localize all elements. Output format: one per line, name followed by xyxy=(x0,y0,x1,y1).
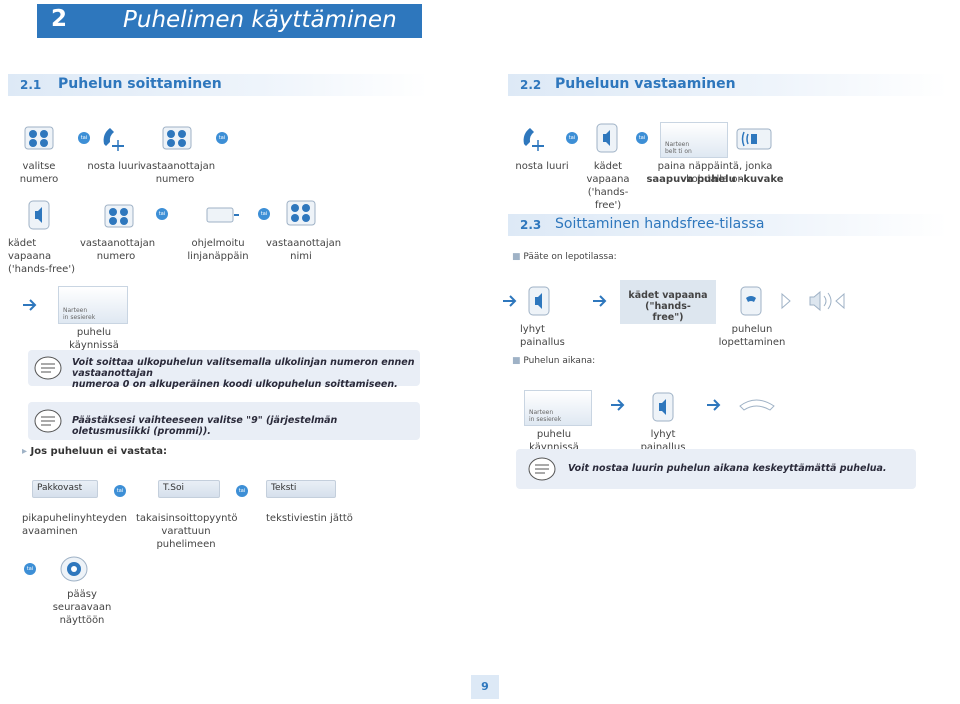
caption-lopettaminen: puhelun lopettaminen xyxy=(718,324,786,348)
keypad-icon xyxy=(24,126,54,150)
screen-line: in sesierek xyxy=(63,314,96,321)
caption-vastaanottajan-nimi: vastaanottajan nimi xyxy=(266,238,342,262)
section-number: 2.1 xyxy=(20,78,42,92)
caption-kadet-vapaana: kädet vapaana ('hands-free') xyxy=(586,161,630,211)
screen-line: belt ti on xyxy=(665,148,692,155)
note-box: Voit nostaa luurin puhelun aikana keskey… xyxy=(516,449,916,489)
bullet-marker: ■ xyxy=(512,252,524,262)
chapter-number: 2 xyxy=(51,6,68,32)
section-title: Puhelun soittaminen xyxy=(58,76,222,92)
tai-badge: tai xyxy=(636,132,648,144)
section-title: Puheluun vastaaminen xyxy=(555,76,736,92)
screen-line: Narteen xyxy=(63,307,88,314)
note-icon xyxy=(34,409,62,433)
caption-pikapuhelin: pikapuhelinyhteyden avaaminen xyxy=(22,513,128,537)
handset-icon xyxy=(103,128,124,151)
arrow-icon xyxy=(593,295,607,307)
bullet-jos: ▸ Jos puheluun ei vastata: xyxy=(22,446,167,457)
caption-ohjelmoitu-linjanappain: ohjelmoitu linjanäppäin xyxy=(187,238,249,262)
caption-valitse: valitse numero xyxy=(19,161,59,185)
note-text: Voit soittaa ulkopuhelun valitsemalla ul… xyxy=(72,357,415,390)
letter-keys-icon xyxy=(286,200,316,226)
speaker-icon[interactable] xyxy=(528,286,550,316)
tai-badge: tai xyxy=(78,132,90,144)
note-icon xyxy=(34,356,62,380)
incoming-call-key-icon[interactable] xyxy=(736,126,772,152)
navigator-icon[interactable] xyxy=(60,556,88,582)
line-key-icon xyxy=(206,207,239,223)
chapter-header: 2 Puhelimen käyttäminen xyxy=(37,4,422,38)
caption-puhelu-kaynnissa: puhelu käynnissä xyxy=(529,429,579,453)
bullet-aikana: ■ Puhelun aikana: xyxy=(512,356,595,366)
volume-keys-icon xyxy=(781,290,845,312)
note-icon xyxy=(528,457,556,481)
arrow-icon xyxy=(611,399,625,411)
caption-lyhyt-painallus: lyhyt painallus xyxy=(640,429,686,453)
caption-vastaanottajan-numero: vastaanottajan numero xyxy=(80,238,156,262)
phone-screen: Narteen belt ti on xyxy=(660,122,728,158)
page-number: 9 xyxy=(471,675,499,699)
caption-kadet-hf: kädet vapaana ("hands- free") xyxy=(628,290,708,323)
caption-nosta-luuri: nosta luuri xyxy=(515,161,569,172)
caption-puhelu-kaynnissa: puhelu käynnissä xyxy=(69,327,119,351)
tai-badge: tai xyxy=(156,208,168,220)
caption-paasy: pääsy seuraavaan näyttöön xyxy=(52,589,112,626)
caption-vastaanottajan-numero: vastaanottajan numero xyxy=(140,161,216,185)
handset-down-icon xyxy=(739,399,775,411)
note-box: Voit soittaa ulkopuhelun valitsemalla ul… xyxy=(28,350,420,390)
section-number: 2.3 xyxy=(520,218,542,232)
button-label: T.Soi xyxy=(163,483,185,493)
bullet-marker: ▸ xyxy=(22,446,31,457)
speaker-icon xyxy=(596,123,618,153)
bullet-text: Pääte on lepotilassa: xyxy=(523,252,617,262)
section-2-1-bar: 2.1 Puhelun soittaminen xyxy=(8,74,428,96)
bullet-marker: ■ xyxy=(512,356,524,366)
phone-screen: Narteen in sesierek xyxy=(58,286,128,324)
caption-nosta-luuri: nosta luuri xyxy=(87,161,141,172)
tai-badge: tai xyxy=(258,208,270,220)
section-2-3-bar: 2.3 Soittaminen handsfree-tilassa xyxy=(508,214,948,236)
caption-tekstiviesti: tekstiviestin jättö xyxy=(266,513,353,524)
handset-icon xyxy=(523,128,544,151)
bullet-text: Puhelun aikana: xyxy=(523,356,596,366)
arrow-icon xyxy=(503,295,517,307)
button-label: Pakkovast xyxy=(37,483,83,493)
tai-badge: tai xyxy=(24,563,36,575)
section-number: 2.2 xyxy=(520,78,542,92)
keypad-icon xyxy=(162,126,192,150)
bullet-text: Jos puheluun ei vastata: xyxy=(30,446,167,457)
speaker-icon xyxy=(28,200,50,230)
caption-saapuva: saapuva puhelu -kuvake xyxy=(646,174,784,185)
tai-badge: tai xyxy=(216,132,228,144)
teksti-button[interactable]: Teksti xyxy=(266,480,336,498)
tai-badge: tai xyxy=(114,485,126,497)
phone-screen: Narteen in sesierek xyxy=(524,390,592,426)
tai-badge: tai xyxy=(236,485,248,497)
note-text: Voit nostaa luurin puhelun aikana keskey… xyxy=(568,463,887,474)
speaker-icon[interactable] xyxy=(652,392,674,422)
tsoi-button[interactable]: T.Soi xyxy=(158,480,220,498)
screen-line: Narteen xyxy=(665,141,690,148)
button-label: Teksti xyxy=(271,483,297,493)
arrow-icon xyxy=(707,399,721,411)
tai-badge: tai xyxy=(566,132,578,144)
arrow-icon xyxy=(23,299,37,311)
note-box: Päästäksesi vaihteeseen valitse "9" (jär… xyxy=(28,402,420,440)
keypad-icon xyxy=(104,204,134,228)
caption-lyhyt-painallus: lyhyt painallus xyxy=(520,324,565,348)
section-title: Soittaminen handsfree-tilassa xyxy=(555,216,765,232)
note-text: Päästäksesi vaihteeseen valitse "9" (jär… xyxy=(72,415,338,437)
end-call-key-icon[interactable] xyxy=(740,286,762,316)
pakkovast-button[interactable]: Pakkovast xyxy=(32,480,98,498)
screen-line: Narteen xyxy=(529,409,554,416)
section-2-2-bar: 2.2 Puheluun vastaaminen xyxy=(508,74,948,96)
caption-kadet-vapaana: kädet vapaana ('hands-free') xyxy=(8,238,75,275)
handsfree-label-box: kädet vapaana ("hands- free") xyxy=(620,280,716,324)
caption-paina: paina näppäintä, jonka kohdalla on xyxy=(657,161,773,185)
chapter-title: Puhelimen käyttäminen xyxy=(123,7,397,33)
bullet-paate: ■ Pääte on lepotilassa: xyxy=(512,252,617,262)
screen-line: in sesierek xyxy=(529,416,562,423)
caption-takaisinsoitto: takaisinsoittopyyntö varattuun puhelimee… xyxy=(136,513,238,550)
